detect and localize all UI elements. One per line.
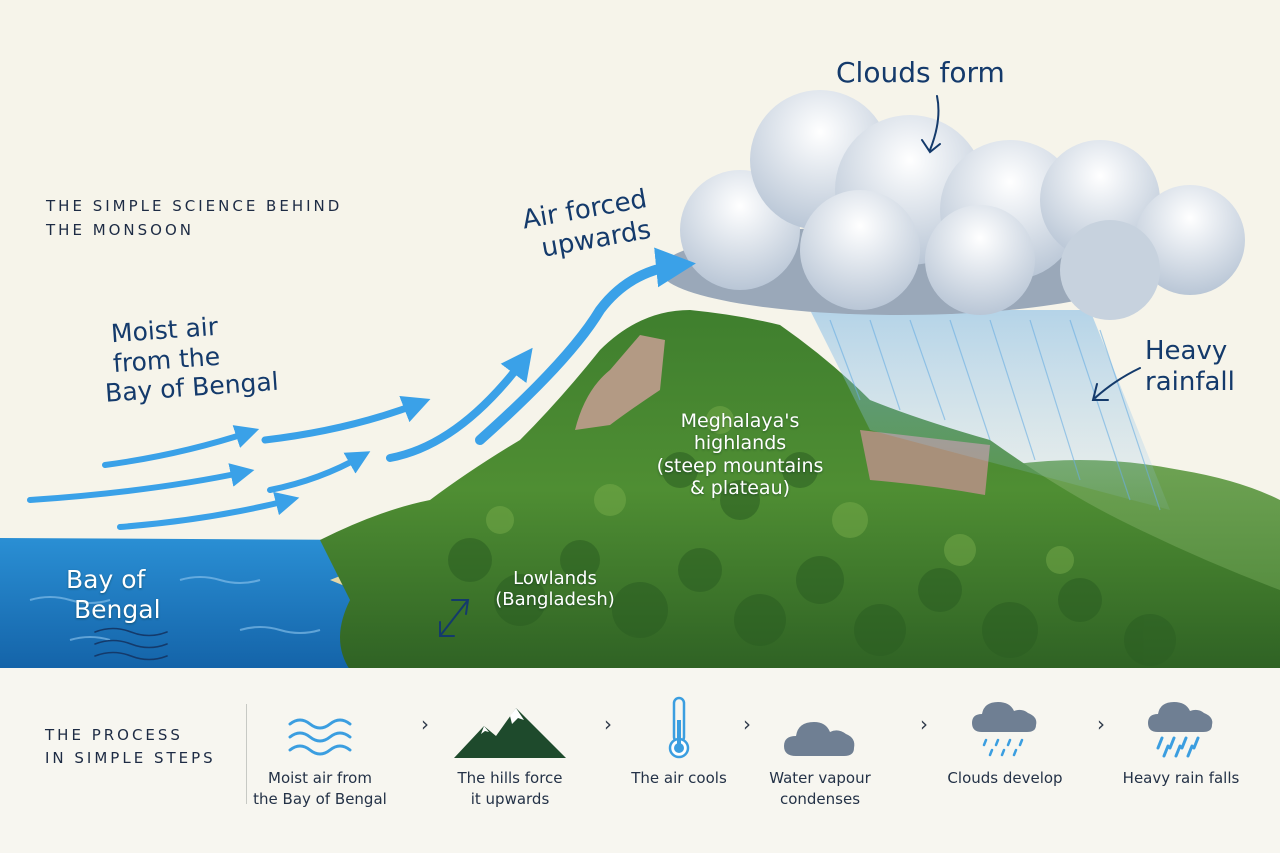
step-air-cools: The air cools (594, 690, 764, 789)
lowlands-pointer (439, 599, 470, 637)
mountain-icon (454, 708, 566, 758)
sea (0, 538, 430, 670)
wind-arrows (27, 247, 696, 530)
mountain (320, 310, 1280, 670)
bay-wave-icon (94, 627, 168, 661)
cliff-left (575, 335, 665, 430)
chevron-right-icon: › (1097, 712, 1105, 736)
process-strip (0, 668, 1280, 853)
page-title: THE SIMPLE SCIENCE BEHIND THE MONSOON (46, 194, 342, 242)
chevron-right-icon: › (743, 712, 751, 736)
rain-cloud-icon (1148, 702, 1213, 758)
label-clouds-form: Clouds form (836, 56, 1005, 89)
drizzle-cloud-icon (972, 702, 1037, 757)
label-heavy-rainfall: Heavy rainfall (1145, 336, 1235, 397)
step-clouds-develop: Clouds develop (920, 690, 1090, 789)
label-moist-air: Moist air from the Bay of Bengal (104, 311, 280, 408)
title-line-1: THE SIMPLE SCIENCE BEHIND (46, 197, 343, 215)
chevron-right-icon: › (421, 712, 429, 736)
thermometer-icon (668, 696, 690, 759)
rain-pointer (1091, 367, 1141, 401)
chevron-right-icon: › (920, 712, 928, 736)
process-divider (246, 704, 247, 804)
clouds-pointer (921, 95, 941, 154)
storm-cloud (660, 90, 1245, 320)
forest-texture (448, 452, 1176, 666)
label-highlands: Meghalaya's highlands (steep mountains &… (656, 410, 824, 500)
process-title: THE PROCESS IN SIMPLE STEPS (45, 726, 216, 767)
chevron-right-icon: › (604, 712, 612, 736)
rain (810, 310, 1170, 510)
waves-icon (288, 718, 352, 756)
label-bay-of-bengal: Bay of Bengal (66, 565, 161, 624)
cloud-icon (784, 722, 855, 756)
title-line-2: THE MONSOON (46, 221, 195, 239)
label-lowlands: Lowlands (Bangladesh) (495, 568, 615, 611)
step-heavy-rain: Heavy rain falls (1096, 690, 1266, 789)
monsoon-scene (0, 90, 1280, 670)
